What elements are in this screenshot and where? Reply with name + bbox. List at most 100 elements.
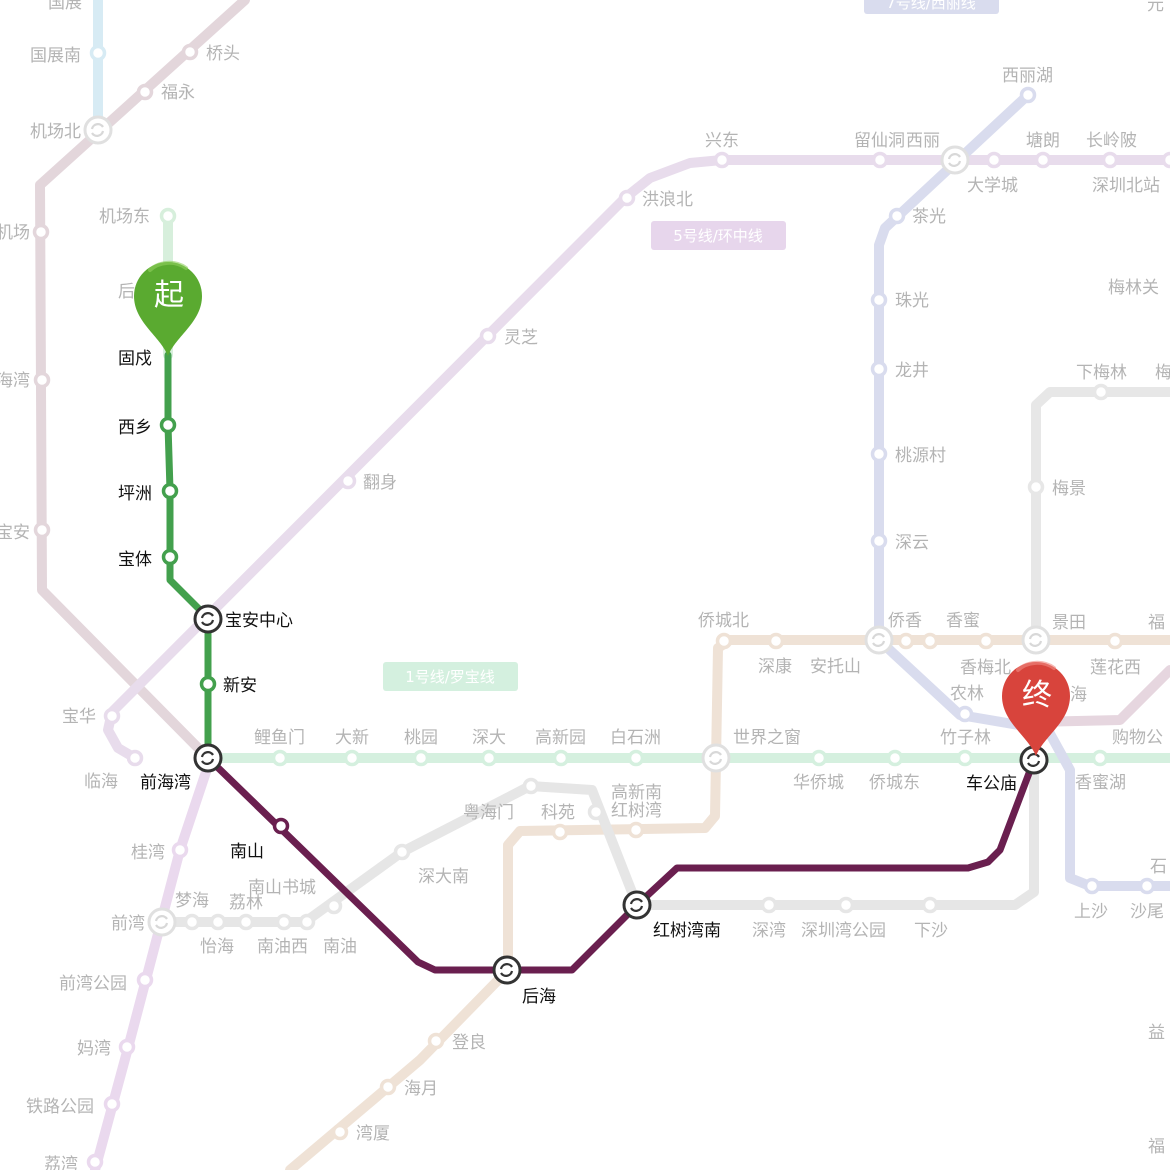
station-dot[interactable]	[977, 632, 995, 650]
station-label[interactable]: 福	[1148, 1137, 1165, 1157]
station-dot[interactable]	[767, 632, 785, 650]
station-label[interactable]: 南山书城	[248, 878, 316, 898]
station-label[interactable]: 临海	[84, 772, 118, 792]
station-label[interactable]: 香梅北	[960, 658, 1011, 678]
station-label[interactable]: 前湾公园	[59, 974, 127, 994]
station-dot[interactable]	[159, 207, 177, 225]
station-dot[interactable]	[89, 44, 107, 62]
station-label-active[interactable]: 固戍	[118, 349, 152, 369]
station-label[interactable]: 福	[1148, 613, 1165, 633]
interchange-icon[interactable]	[193, 604, 223, 634]
station-label[interactable]: 怡海	[200, 937, 234, 957]
station-label[interactable]: 珠光	[895, 291, 929, 311]
station-label[interactable]: 侨香	[888, 611, 922, 631]
station-label[interactable]: 西丽湖	[1002, 66, 1053, 86]
station-label[interactable]: 大新	[335, 728, 369, 748]
station-label[interactable]: 机场东	[99, 207, 150, 227]
station-dot[interactable]	[412, 749, 430, 767]
station-label-active[interactable]: 车公庙	[966, 774, 1017, 794]
station-dot[interactable]	[209, 913, 227, 931]
station-dot[interactable]	[956, 749, 974, 767]
station-dot[interactable]	[136, 971, 154, 989]
station-label[interactable]: 元	[1147, 0, 1164, 15]
start-pin-icon[interactable]: 起	[134, 260, 202, 356]
station-dot-active[interactable]	[159, 416, 177, 434]
station-label-active[interactable]: 前海湾	[140, 773, 191, 793]
station-dot[interactable]	[870, 532, 888, 550]
station-dot[interactable]	[479, 327, 497, 345]
station-label[interactable]: 科苑	[541, 803, 575, 823]
station-dot[interactable]	[237, 913, 255, 931]
station-label[interactable]: 海	[1070, 685, 1087, 705]
station-dot[interactable]	[1138, 877, 1156, 895]
station-label[interactable]: 桃源村	[895, 446, 946, 466]
station-label[interactable]: 深圳湾公园	[801, 921, 886, 941]
end-pin-icon[interactable]: 终	[1002, 660, 1070, 756]
station-dot[interactable]	[171, 841, 189, 859]
station-dot[interactable]	[1027, 478, 1045, 496]
station-dot[interactable]	[870, 360, 888, 378]
station-dot[interactable]	[760, 896, 778, 914]
station-dot[interactable]	[1034, 151, 1052, 169]
interchange-icon[interactable]	[622, 890, 652, 920]
station-label[interactable]: 福永	[161, 83, 195, 103]
station-label[interactable]: 上沙	[1074, 902, 1108, 922]
station-label[interactable]: 铁路公园	[26, 1097, 94, 1117]
station-label[interactable]: 宝安	[0, 523, 30, 543]
station-label[interactable]: 妈湾	[77, 1039, 111, 1059]
station-dot[interactable]	[126, 749, 144, 767]
station-label[interactable]: 塘朗	[1026, 131, 1060, 151]
station-label-active[interactable]: 西乡	[118, 418, 152, 438]
station-label[interactable]: 前湾	[111, 914, 145, 934]
station-dot[interactable]	[325, 897, 343, 915]
station-dot[interactable]	[339, 472, 357, 490]
station-dot[interactable]	[103, 1095, 121, 1113]
station-dot[interactable]	[1092, 383, 1110, 401]
station-label[interactable]: 海月	[404, 1079, 438, 1099]
station-dot[interactable]	[271, 749, 289, 767]
interchange-icon[interactable]	[864, 625, 894, 655]
station-label[interactable]: 后	[118, 282, 135, 302]
station-label[interactable]: 香蜜湖	[1075, 773, 1126, 793]
station-dot[interactable]	[897, 632, 915, 650]
station-dot[interactable]	[956, 705, 974, 723]
station-dot[interactable]	[181, 43, 199, 61]
station-label[interactable]: 大学城	[967, 176, 1018, 196]
station-label-active[interactable]: 新安	[223, 676, 257, 696]
station-dot[interactable]	[379, 1078, 397, 1096]
station-dot-active[interactable]	[161, 548, 179, 566]
station-label[interactable]: 粤海门	[463, 803, 514, 823]
station-label[interactable]: 石	[1150, 857, 1167, 877]
station-label[interactable]: 宝华	[62, 707, 96, 727]
station-dot[interactable]	[870, 445, 888, 463]
station-label[interactable]: 梅林关	[1108, 278, 1159, 298]
station-label[interactable]: 深湾	[752, 921, 786, 941]
station-dot[interactable]	[136, 83, 154, 101]
station-dot[interactable]	[32, 223, 50, 241]
station-label[interactable]: 海湾	[0, 371, 30, 391]
station-label-active[interactable]: 南山	[230, 842, 264, 862]
station-label[interactable]: 机场北	[30, 122, 81, 142]
station-label[interactable]: 白石洲	[610, 728, 661, 748]
interchange-icon[interactable]	[1021, 625, 1051, 655]
station-dot[interactable]	[1101, 151, 1119, 169]
station-label[interactable]: 深圳北站	[1092, 176, 1160, 196]
station-label[interactable]: 香蜜	[946, 611, 980, 631]
station-label[interactable]: 翻身	[363, 473, 397, 493]
station-label[interactable]: 竹子林	[940, 728, 991, 748]
station-label[interactable]: 沙尾	[1130, 902, 1164, 922]
station-dot[interactable]	[343, 749, 361, 767]
station-dot[interactable]	[618, 189, 636, 207]
station-dot[interactable]	[587, 803, 605, 821]
interchange-icon[interactable]	[701, 743, 731, 773]
station-dot[interactable]	[552, 749, 570, 767]
station-dot[interactable]	[33, 371, 51, 389]
station-dot[interactable]	[1091, 749, 1109, 767]
station-dot[interactable]	[393, 843, 411, 861]
station-label[interactable]: 下梅林	[1076, 363, 1127, 383]
station-label[interactable]: 农林	[950, 684, 984, 704]
station-label[interactable]: 深康	[758, 657, 792, 677]
station-dot[interactable]	[921, 896, 939, 914]
station-label[interactable]: 南油西	[257, 937, 308, 957]
station-label[interactable]: 荔湾	[44, 1155, 78, 1170]
